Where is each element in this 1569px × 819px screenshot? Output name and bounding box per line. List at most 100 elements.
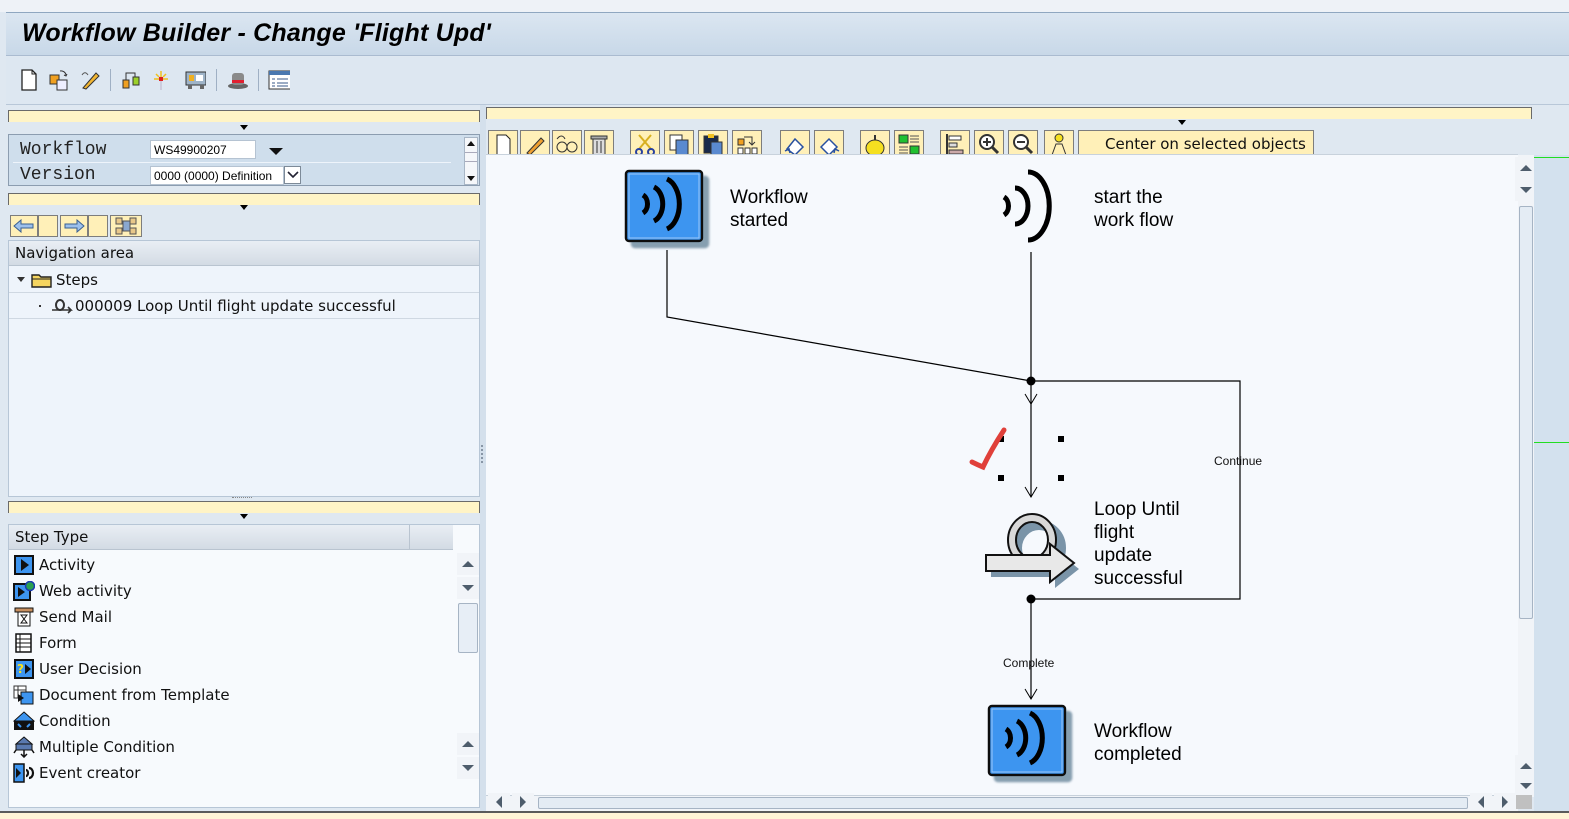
step-type-item[interactable]: Web activity bbox=[9, 578, 132, 604]
scroll-left-button-2[interactable] bbox=[1470, 793, 1492, 811]
step-type-label: User Decision bbox=[39, 660, 142, 678]
label-line: Workflow bbox=[1094, 721, 1172, 742]
edge-loop-complete[interactable] bbox=[1024, 599, 1038, 700]
paste-icon[interactable] bbox=[698, 130, 728, 156]
collapse-arrow-icon[interactable] bbox=[1178, 120, 1186, 125]
workflow-canvas[interactable]: Workflow started start the work flow Loo… bbox=[486, 154, 1518, 795]
version-dropdown-button[interactable] bbox=[284, 166, 301, 184]
label-line: completed bbox=[1094, 744, 1182, 765]
forward-menu-button[interactable] bbox=[88, 215, 108, 237]
workflow-container-icon[interactable] bbox=[184, 68, 206, 92]
align-icon[interactable] bbox=[940, 130, 970, 156]
workflow-completed-label[interactable]: Workflow completed bbox=[1094, 720, 1182, 766]
bind-container-icon[interactable] bbox=[120, 68, 142, 92]
start-event-label[interactable]: start the work flow bbox=[1094, 186, 1173, 232]
copy-workflow-icon[interactable] bbox=[48, 68, 70, 92]
edge-workflow-started-to-join[interactable] bbox=[666, 250, 1032, 382]
pencil-icon[interactable] bbox=[520, 130, 550, 156]
splitter-handle[interactable] bbox=[232, 497, 252, 499]
folder-label: Steps bbox=[56, 270, 98, 289]
complete-edge-label: Complete bbox=[1003, 656, 1055, 670]
copy-icon[interactable] bbox=[664, 130, 694, 156]
step-type-item[interactable]: Activity bbox=[9, 552, 95, 578]
vertical-scroll-thumb[interactable] bbox=[1519, 206, 1533, 619]
list-scroll-down-button[interactable] bbox=[457, 577, 479, 599]
collapse-arrow-icon[interactable] bbox=[240, 205, 248, 210]
center-on-selected-button[interactable]: Center on selected objects bbox=[1078, 130, 1314, 156]
step-type-label: Multiple Condition bbox=[39, 738, 175, 756]
edge-loop-continue[interactable] bbox=[1031, 380, 1241, 600]
trash-icon[interactable] bbox=[584, 130, 614, 156]
scroll-up-button-2[interactable] bbox=[1515, 755, 1537, 777]
step-type-item[interactable]: Form bbox=[9, 630, 77, 656]
start-event-icon[interactable] bbox=[1002, 169, 1052, 243]
scroll-right-button[interactable] bbox=[512, 793, 534, 811]
zoom-in-icon[interactable] bbox=[974, 130, 1004, 156]
workflow-label: Workflow bbox=[20, 140, 107, 160]
workflow-id-input[interactable]: WS49900207 bbox=[150, 140, 256, 159]
header-scrollbar[interactable] bbox=[464, 137, 478, 185]
scroll-down-button[interactable] bbox=[1515, 179, 1537, 201]
version-select[interactable]: 0000 (0000) Definition bbox=[150, 166, 284, 185]
insert-block-icon[interactable] bbox=[732, 130, 762, 156]
overview-button[interactable] bbox=[110, 215, 142, 237]
redo-icon[interactable] bbox=[814, 130, 844, 156]
edit-pencil-icon[interactable] bbox=[80, 68, 102, 92]
collapse-arrow-icon[interactable] bbox=[240, 514, 248, 519]
workflow-started-label[interactable]: Workflow started bbox=[730, 186, 808, 232]
edge-join-to-loop[interactable] bbox=[1024, 381, 1038, 498]
navigation-area-pane: Navigation area Steps 000009 Loop Until … bbox=[8, 240, 480, 497]
overview-icon[interactable] bbox=[894, 130, 924, 156]
user-decision-icon: ? bbox=[13, 658, 35, 680]
red-checkmark-annotation bbox=[969, 427, 1007, 471]
new-document-icon[interactable] bbox=[18, 68, 40, 92]
collapse-arrow-icon[interactable] bbox=[240, 125, 248, 130]
version-label: Version bbox=[20, 165, 96, 185]
window-title: Workflow Builder - Change 'Flight Upd' bbox=[22, 19, 492, 47]
join-connector-dot[interactable] bbox=[1026, 376, 1036, 386]
vertical-splitter[interactable] bbox=[480, 105, 486, 811]
loop-until-label[interactable]: Loop Until flight update successful bbox=[1094, 498, 1183, 590]
tree-folder-steps[interactable]: Steps bbox=[9, 267, 479, 293]
basic-data-hat-icon[interactable] bbox=[226, 68, 248, 92]
canvas-vertical-scrollbar[interactable] bbox=[1515, 155, 1537, 797]
loop-until-icon[interactable] bbox=[985, 513, 1079, 588]
user-icon[interactable] bbox=[1044, 130, 1074, 156]
tree-step-item[interactable]: 000009 Loop Until flight update successf… bbox=[9, 293, 479, 319]
expand-arrow-icon[interactable] bbox=[17, 277, 25, 282]
scissors-icon[interactable] bbox=[630, 130, 660, 156]
layout-list-icon[interactable] bbox=[268, 68, 290, 92]
glasses-icon[interactable] bbox=[552, 130, 582, 156]
step-type-item[interactable]: Document from Template bbox=[9, 682, 230, 708]
canvas-horizontal-scrollbar[interactable] bbox=[486, 793, 1518, 811]
bell-icon[interactable] bbox=[860, 130, 890, 156]
status-bar bbox=[0, 811, 1569, 819]
scroll-up-button[interactable] bbox=[1515, 157, 1537, 179]
forward-button[interactable] bbox=[60, 215, 88, 237]
loop-exit-connector-dot[interactable] bbox=[1026, 594, 1036, 604]
scroll-left-button[interactable] bbox=[488, 793, 510, 811]
horizontal-scroll-thumb[interactable] bbox=[538, 797, 1468, 809]
list-scroll-up-button-2[interactable] bbox=[457, 733, 479, 755]
generate-icon[interactable] bbox=[150, 68, 172, 92]
list-scroll-up-button[interactable] bbox=[457, 553, 479, 575]
back-button[interactable] bbox=[10, 215, 38, 237]
step-type-item[interactable]: Send Mail bbox=[9, 604, 112, 630]
scroll-down-button-2[interactable] bbox=[1515, 775, 1537, 797]
zoom-out-icon[interactable] bbox=[1008, 130, 1038, 156]
scroll-right-button-2[interactable] bbox=[1494, 793, 1516, 811]
undo-icon[interactable] bbox=[780, 130, 810, 156]
new-icon[interactable] bbox=[488, 130, 518, 156]
send-mail-icon bbox=[13, 606, 35, 628]
document-template-icon bbox=[13, 684, 35, 706]
workflow-dropdown-icon[interactable] bbox=[269, 148, 283, 155]
list-scroll-down-button-2[interactable] bbox=[457, 757, 479, 779]
step-type-item[interactable]: Multiple Condition bbox=[9, 734, 175, 760]
step-type-item[interactable]: ?User Decision bbox=[9, 656, 142, 682]
step-type-item[interactable]: Condition bbox=[9, 708, 111, 734]
list-scroll-thumb[interactable] bbox=[458, 603, 478, 653]
step-type-item[interactable]: Event creator bbox=[9, 760, 140, 786]
back-menu-button[interactable] bbox=[38, 215, 58, 237]
